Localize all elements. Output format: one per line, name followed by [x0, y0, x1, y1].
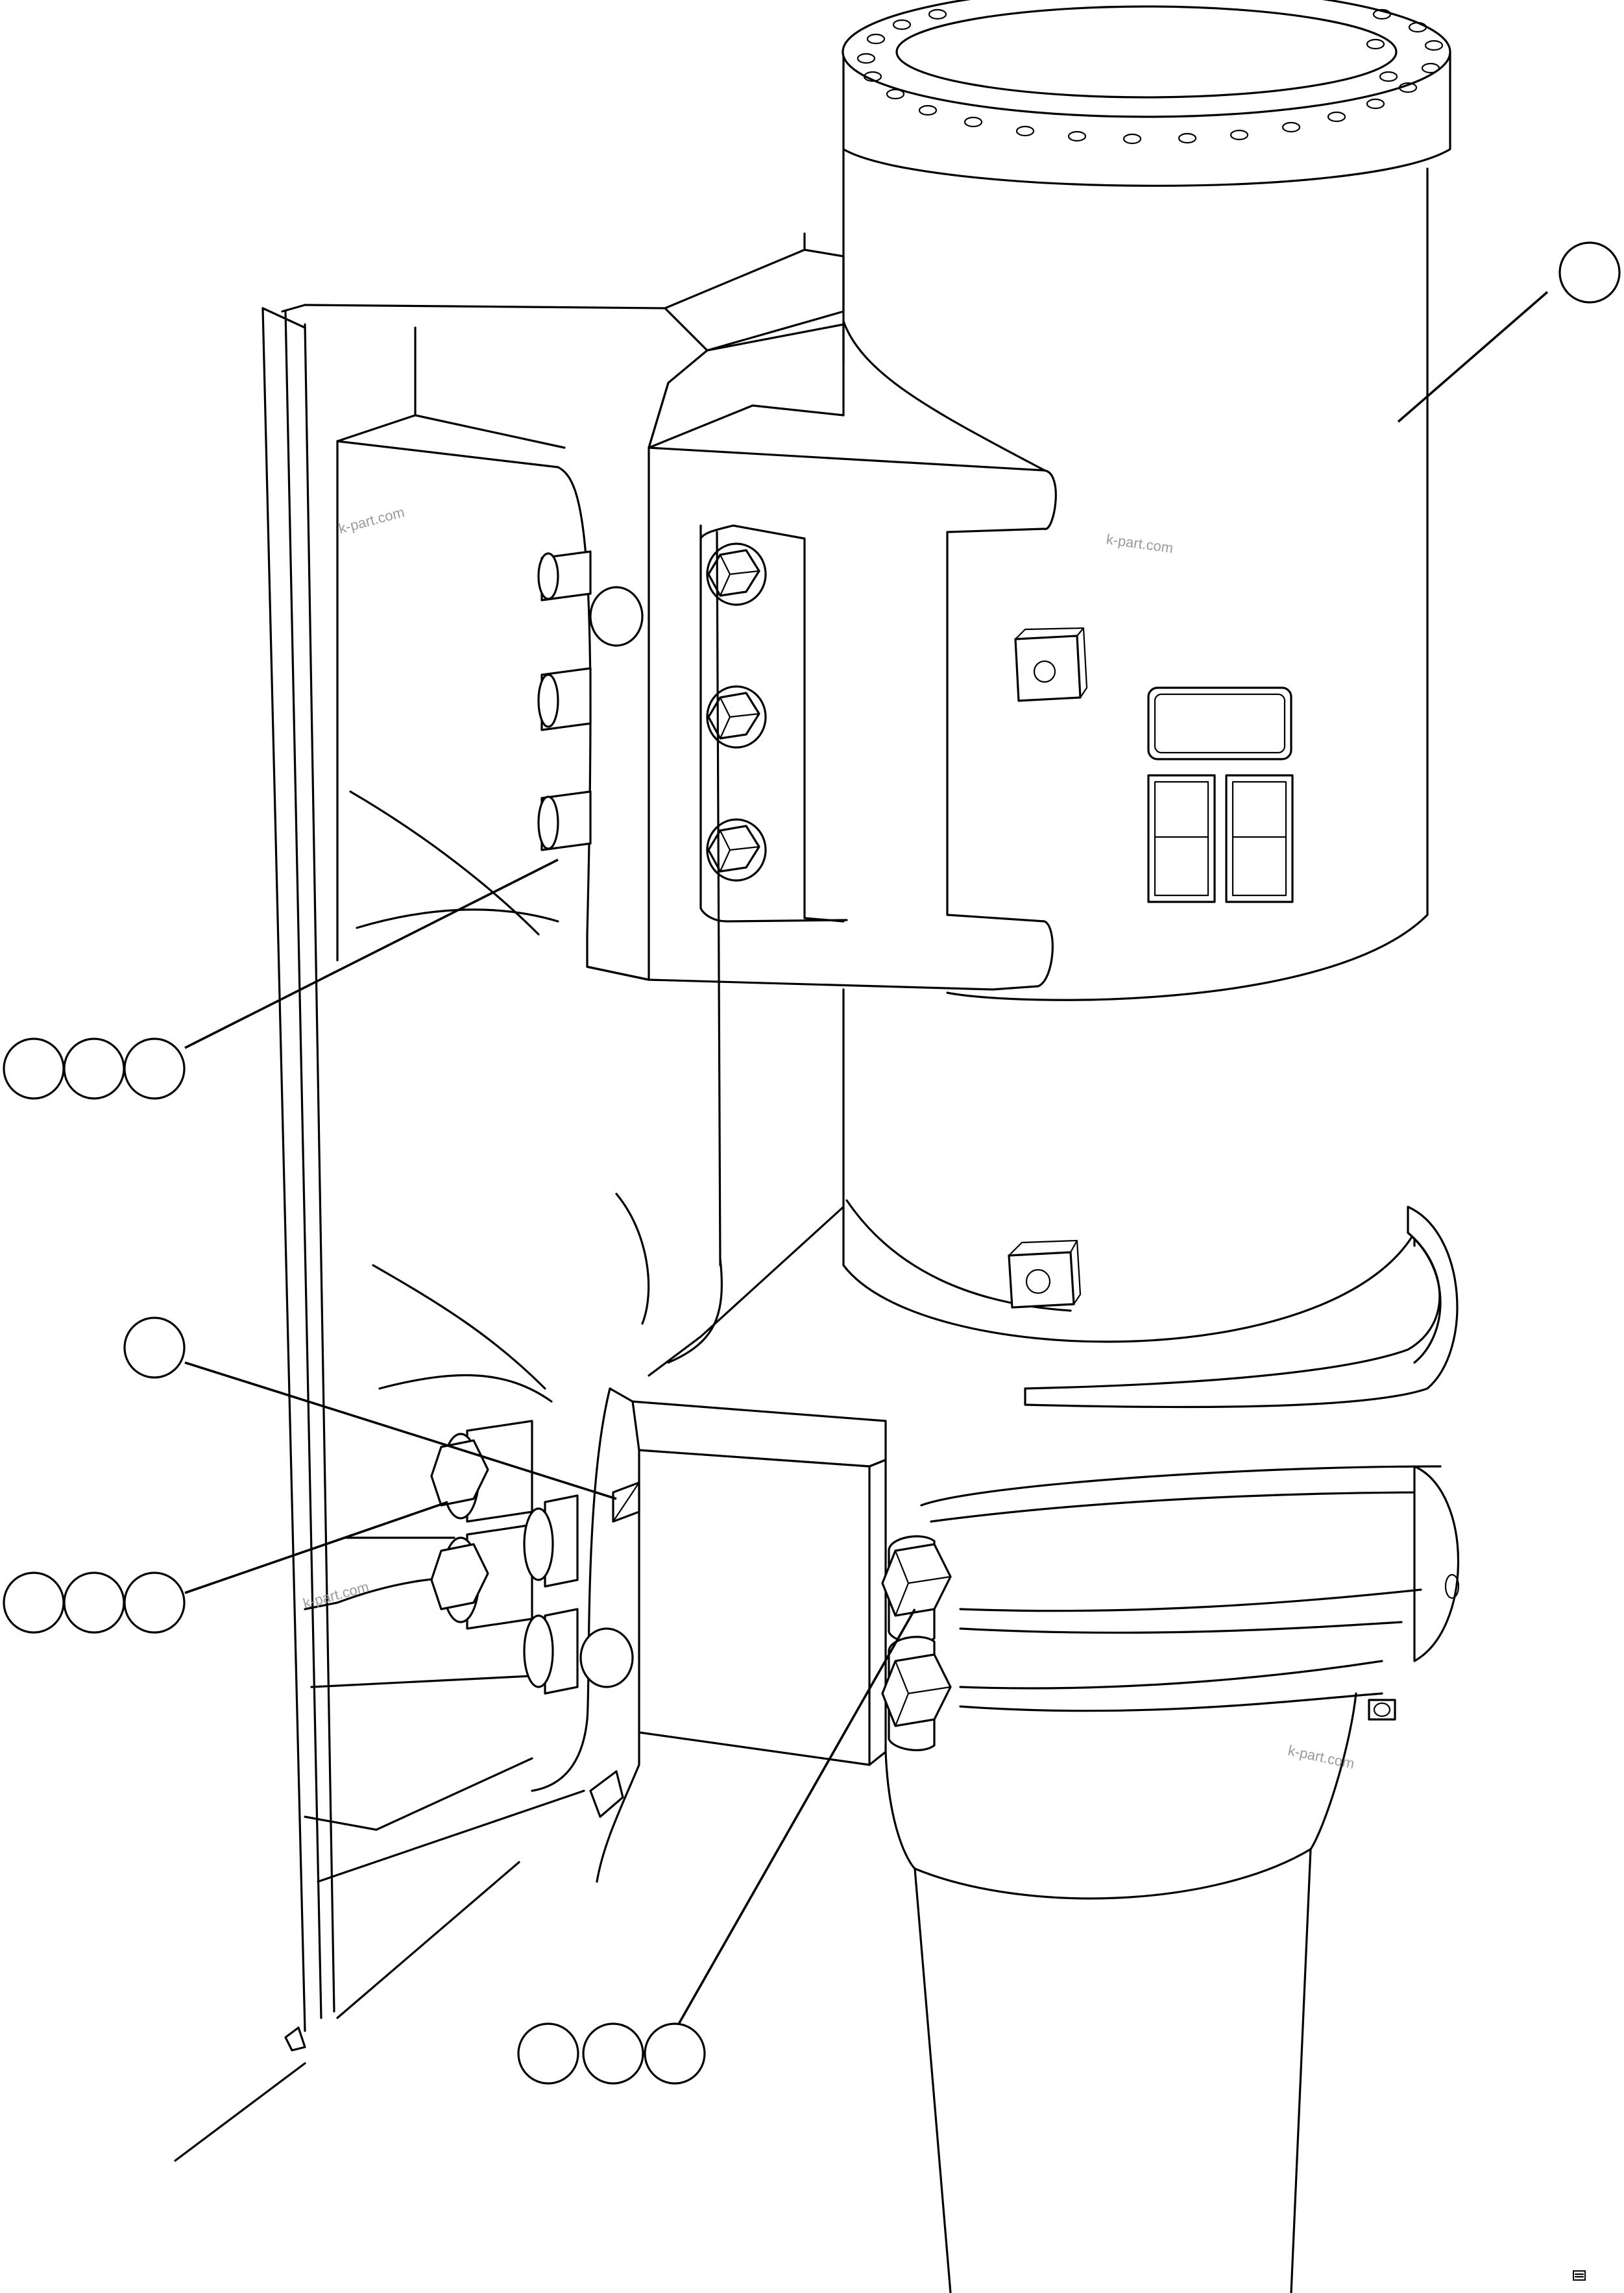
callout-lower-left-bolts	[3, 1501, 448, 1634]
callout-balloon	[582, 2022, 644, 2085]
side-bolt-1	[537, 550, 644, 647]
side-bolt-2	[537, 667, 592, 731]
lower-left-bolt-1	[430, 1420, 533, 1523]
leader-line-lower-right-bolts	[673, 1608, 916, 2032]
leader-line-cylinder	[1397, 291, 1549, 423]
side-bolt-3	[537, 790, 592, 851]
callout-balloon	[3, 1571, 65, 1634]
callouts	[3, 241, 1621, 2085]
lower-mount-block	[430, 531, 952, 1883]
small-bracket-lower	[1008, 1239, 1082, 1309]
corner-mark	[1573, 2270, 1586, 2281]
leader-line-pin	[184, 1361, 617, 1500]
leader-line-lower-left-bolts	[184, 1501, 448, 1594]
callout-balloon	[123, 1316, 186, 1379]
left-side-bolts-upper	[537, 550, 644, 851]
nameplate-group	[1147, 686, 1294, 903]
callout-balloon	[123, 1037, 186, 1100]
bracket-bolt-2	[706, 685, 767, 749]
flange-holes	[856, 8, 1444, 145]
callout-balloon	[63, 1037, 125, 1100]
lower-right-bolt-1	[881, 1535, 952, 1644]
callout-balloon	[1558, 241, 1621, 304]
bracket-bolt-3	[706, 818, 767, 882]
callout-pin	[123, 1316, 617, 1500]
callout-balloon	[644, 2022, 706, 2085]
frame-structure	[174, 304, 709, 2162]
callout-cylinder	[1397, 241, 1621, 423]
lower-side-bolt-2	[523, 1608, 634, 1695]
watermark-1: k-part.com	[337, 503, 406, 537]
lower-side-bolt-1	[523, 1494, 579, 1588]
main-cylinder	[842, 0, 1460, 2293]
leader-line-upper-bolts	[184, 858, 559, 1049]
bracket-bolt-1	[706, 542, 767, 606]
watermark-2: k-part.com	[1105, 531, 1174, 556]
pin-block	[612, 1481, 640, 1523]
small-bracket-upper	[1014, 627, 1088, 702]
callout-upper-bolts	[3, 858, 559, 1100]
upper-bracket	[557, 232, 1057, 991]
lower-left-bolt-2	[430, 1523, 533, 1630]
callout-lower-right-bolts	[517, 1608, 916, 2085]
callout-balloon	[63, 1571, 125, 1634]
lower-right-bolt-2	[881, 1636, 952, 1751]
callout-balloon	[3, 1037, 65, 1100]
callout-balloon	[123, 1571, 186, 1634]
callout-balloon	[517, 2022, 579, 2085]
